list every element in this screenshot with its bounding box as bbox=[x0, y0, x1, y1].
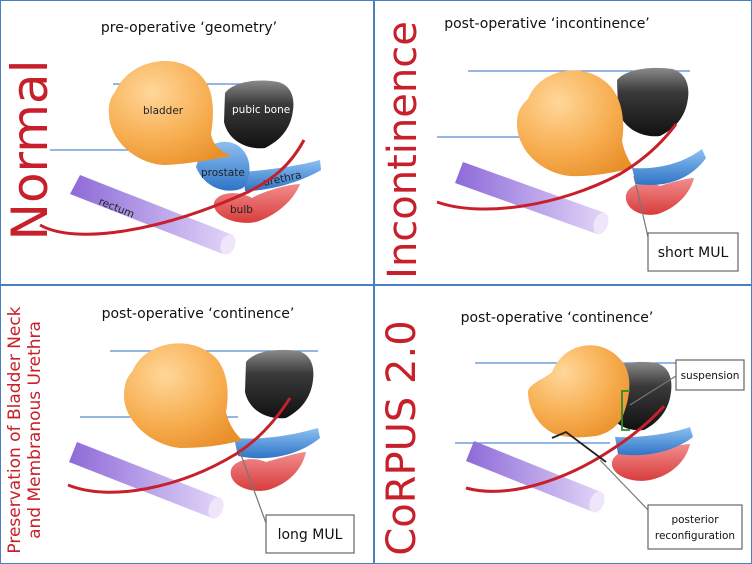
urethra bbox=[632, 149, 706, 185]
pubic-bone bbox=[224, 80, 294, 149]
bladder bbox=[124, 343, 242, 448]
bulb-label: bulb bbox=[230, 204, 253, 216]
callout-label: short MUL bbox=[658, 245, 729, 261]
panel-title: post-operative ‘continence’ bbox=[461, 310, 654, 326]
urethra bbox=[234, 428, 320, 459]
urethra bbox=[615, 427, 693, 456]
callout-leader bbox=[633, 175, 649, 238]
callout-leader bbox=[599, 459, 651, 513]
pelvic-floor-line bbox=[436, 123, 678, 211]
panel-corpus: post-operative ‘continence’ CoRPUS 2.0 s… bbox=[379, 310, 745, 556]
pubic-bone bbox=[245, 349, 314, 419]
side-label-line1: Preservation of Bladder Neck bbox=[5, 306, 25, 553]
bulb bbox=[625, 178, 694, 215]
pelvic-floor-line bbox=[465, 405, 666, 493]
reconfiguration-marker bbox=[551, 430, 607, 463]
side-label: Incontinence bbox=[380, 21, 426, 279]
callout-leader bbox=[629, 375, 677, 406]
panel-title: post-operative ‘incontinence’ bbox=[444, 16, 650, 32]
rectum bbox=[466, 441, 605, 513]
rectum bbox=[70, 175, 236, 255]
pubic-bone-label: pubic bone bbox=[232, 104, 290, 116]
callout-box bbox=[647, 232, 739, 272]
bladder bbox=[108, 61, 232, 165]
pubic-bone bbox=[617, 67, 689, 137]
callout-box bbox=[647, 504, 743, 550]
side-label: CoRPUS 2.0 bbox=[379, 320, 425, 555]
bulb bbox=[213, 184, 300, 223]
callout-label-posterior: posterior bbox=[671, 514, 719, 526]
callout-leader bbox=[239, 451, 267, 524]
prostate-label: prostate bbox=[201, 167, 245, 179]
bladder bbox=[528, 345, 630, 438]
panel-incontinence: post-operative ‘incontinence’ Incontinen… bbox=[380, 16, 739, 279]
rectum bbox=[455, 162, 609, 235]
callout-box bbox=[675, 359, 745, 391]
callout-label-suspension: suspension bbox=[681, 370, 740, 382]
panel-normal: pre-operative ‘geometry’ Normal rectum b… bbox=[1, 20, 321, 255]
bulb bbox=[230, 452, 306, 491]
callout-label-reconfiguration: reconfiguration bbox=[655, 530, 735, 542]
bladder-label: bladder bbox=[143, 105, 184, 117]
panel-preservation: post-operative ‘continence’ Preservation… bbox=[5, 306, 355, 554]
panel-title: pre-operative ‘geometry’ bbox=[101, 20, 277, 36]
panel-title: post-operative ‘continence’ bbox=[102, 306, 295, 322]
bladder bbox=[517, 70, 634, 177]
callout-label: long MUL bbox=[278, 527, 343, 543]
pelvic-floor-line bbox=[39, 139, 306, 236]
suspension-bracket bbox=[621, 390, 630, 431]
rectum bbox=[69, 442, 224, 519]
side-label: Normal bbox=[1, 60, 59, 241]
callout-box bbox=[265, 514, 355, 554]
side-label-line2: and Membranous Urethra bbox=[25, 321, 45, 539]
pelvic-floor-line bbox=[67, 397, 292, 494]
